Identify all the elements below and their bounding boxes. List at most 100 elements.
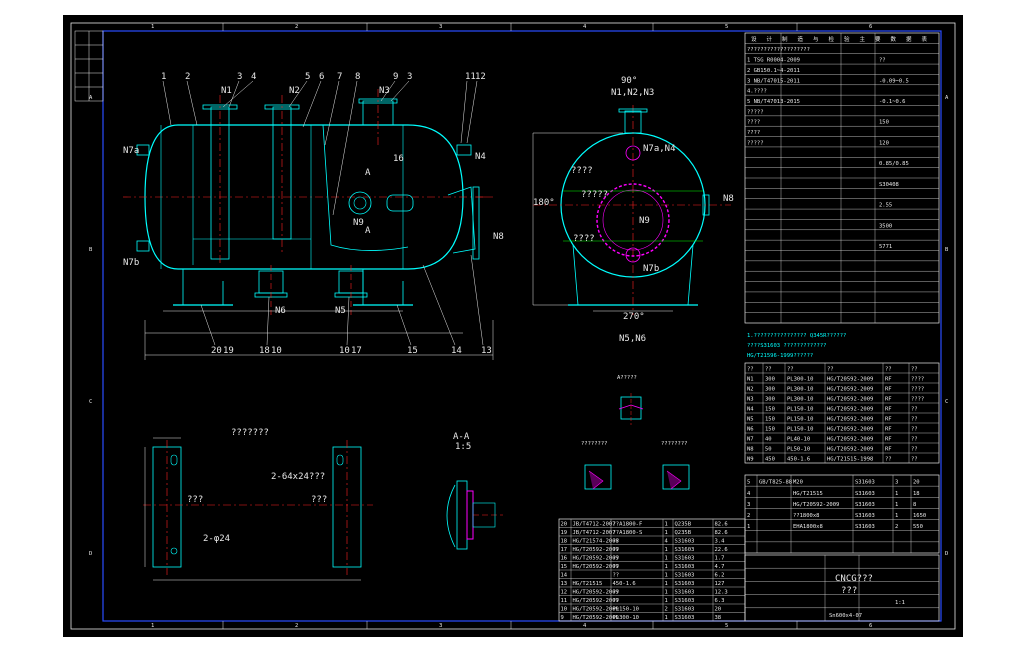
side-view-labels: 90°N1,N2,N3180°270°N5,N6N7a,N4N9N7bN8???… [533, 76, 734, 344]
table-cell: 3 NB/T47015-2011 [747, 78, 800, 84]
table-cell: S31603 [675, 607, 695, 613]
saddle-plan-view [143, 437, 373, 581]
part-number: 14 [451, 346, 462, 356]
table-cell: ??A1800-F [613, 522, 643, 528]
nozzle-label: N8 [493, 232, 504, 242]
table-cell: 3.4 [715, 539, 726, 545]
table-cell: N3 [747, 397, 754, 403]
table-cell: -0.09~0.5 [879, 78, 909, 84]
angle-label: 90° [621, 76, 637, 86]
nozzle-label: N8 [723, 194, 734, 204]
table-cell: 2.55 [879, 203, 892, 209]
saddle-view-labels: ???????2-64x24???2-φ24?????? [187, 428, 327, 544]
drawing-code: Sn600x4-07 [829, 613, 862, 619]
nozzle-label: N5 [335, 306, 346, 316]
nozzle-label: N1 [221, 86, 232, 96]
table-cell: 150 [765, 417, 775, 423]
table-cell: 2 [665, 607, 668, 613]
table-cell: 1.7 [715, 556, 725, 562]
table-header-cell: 计 [767, 35, 773, 43]
table-cell: 18 [561, 539, 568, 545]
column-number: 1 [151, 623, 154, 629]
table-cell: HG/T21515 [793, 491, 823, 497]
table-cell: 1 [665, 564, 668, 570]
table-cell: PL40-10 [787, 437, 810, 443]
table-cell: 1 [665, 615, 668, 621]
table-cell: 4.???? [747, 89, 767, 95]
column-number: 3 [439, 623, 442, 629]
table-cell: Q235B [675, 522, 692, 528]
table-cell: HG/T21515 [573, 581, 603, 587]
table-cell: N9 [747, 457, 754, 463]
nozzle-label: N1,N2,N3 [611, 88, 654, 98]
table-cell: ??????????????????? [747, 47, 810, 53]
table-cell: 12 [561, 590, 568, 596]
nozzle-label: N6 [275, 306, 286, 316]
table-cell: HG/T20592-2009 [573, 590, 619, 596]
table-cell: S31603 [675, 564, 695, 570]
view-label: A [365, 226, 371, 236]
note-line: ????S31603 ????????????? [747, 343, 826, 349]
row-letter: C [945, 399, 948, 405]
table-cell: 38 [715, 615, 722, 621]
table-cell: ?? [911, 437, 918, 443]
detail-title: ???????? [661, 441, 688, 447]
table-cell: 550 [913, 524, 923, 530]
row-letter: A [945, 95, 949, 101]
table-cell: PL150-10 [787, 417, 814, 423]
drawing-scale: 1:1 [895, 600, 905, 606]
table-cell: 1 [665, 522, 668, 528]
table-cell: HG/T20592-2009 [827, 407, 873, 413]
table-cell: 3 [895, 480, 898, 486]
technical-notes: 1.???????????????? Q345R??????????S31603… [747, 333, 846, 359]
table-cell: 50 [765, 447, 772, 453]
table-cell: S31603 [855, 513, 875, 519]
table-cell: HG/T20592-2009 [573, 615, 619, 621]
table-cell: RF [885, 427, 892, 433]
table-cell: 1650 [913, 513, 926, 519]
hole-note: 2-φ24 [203, 534, 230, 544]
part-number: 7 [337, 72, 342, 82]
table-cell: HG/T20592-2009 [827, 427, 873, 433]
front-view-vessel [123, 80, 494, 360]
table-cell: 1 TSG R0004-2009 [747, 58, 800, 64]
table-cell: S31603 [855, 524, 875, 530]
row-letter: B [945, 247, 949, 253]
table-cell: 16 [561, 556, 568, 562]
table-cell: 300 [765, 387, 775, 393]
table-cell: ?? [911, 417, 918, 423]
table-cell: HG/T20592-2009 [573, 547, 619, 553]
table-cell: N1 [747, 377, 754, 383]
table-cell: 120 [879, 140, 889, 146]
table-cell: 82.6 [715, 530, 728, 536]
row-letter: A [89, 95, 93, 101]
table-header-cell: 数 [891, 35, 897, 43]
table-cell: 4 [665, 539, 669, 545]
table-cell: 17 [561, 547, 568, 553]
table-cell: 20 [561, 522, 568, 528]
table-cell: 300 [765, 397, 775, 403]
table-cell: RF [885, 387, 892, 393]
part-number: 9 [393, 72, 398, 82]
table-cell: 3 [747, 502, 750, 508]
table-cell: 18 [913, 491, 920, 497]
table-cell: N8 [747, 447, 754, 453]
table-cell: HG/T20592-2009 [827, 437, 873, 443]
table-header-cell: 主 [860, 35, 866, 43]
angle-label: 180° [533, 198, 555, 208]
table-cell: 82.6 [715, 522, 728, 528]
part-number: 4 [251, 72, 256, 82]
table-cell: 5 [747, 480, 750, 486]
section-aa-labels: A-A1:5 [453, 432, 471, 452]
part-number: 13 [481, 346, 492, 356]
table-cell: HG/T20592-2009 [827, 387, 873, 393]
table-cell: 1 [895, 491, 898, 497]
table-header-cell: 制 [782, 35, 788, 43]
table-cell: PL300-10 [787, 377, 814, 383]
table-cell: S31603 [675, 556, 695, 562]
drawing-inner-border [102, 30, 942, 622]
